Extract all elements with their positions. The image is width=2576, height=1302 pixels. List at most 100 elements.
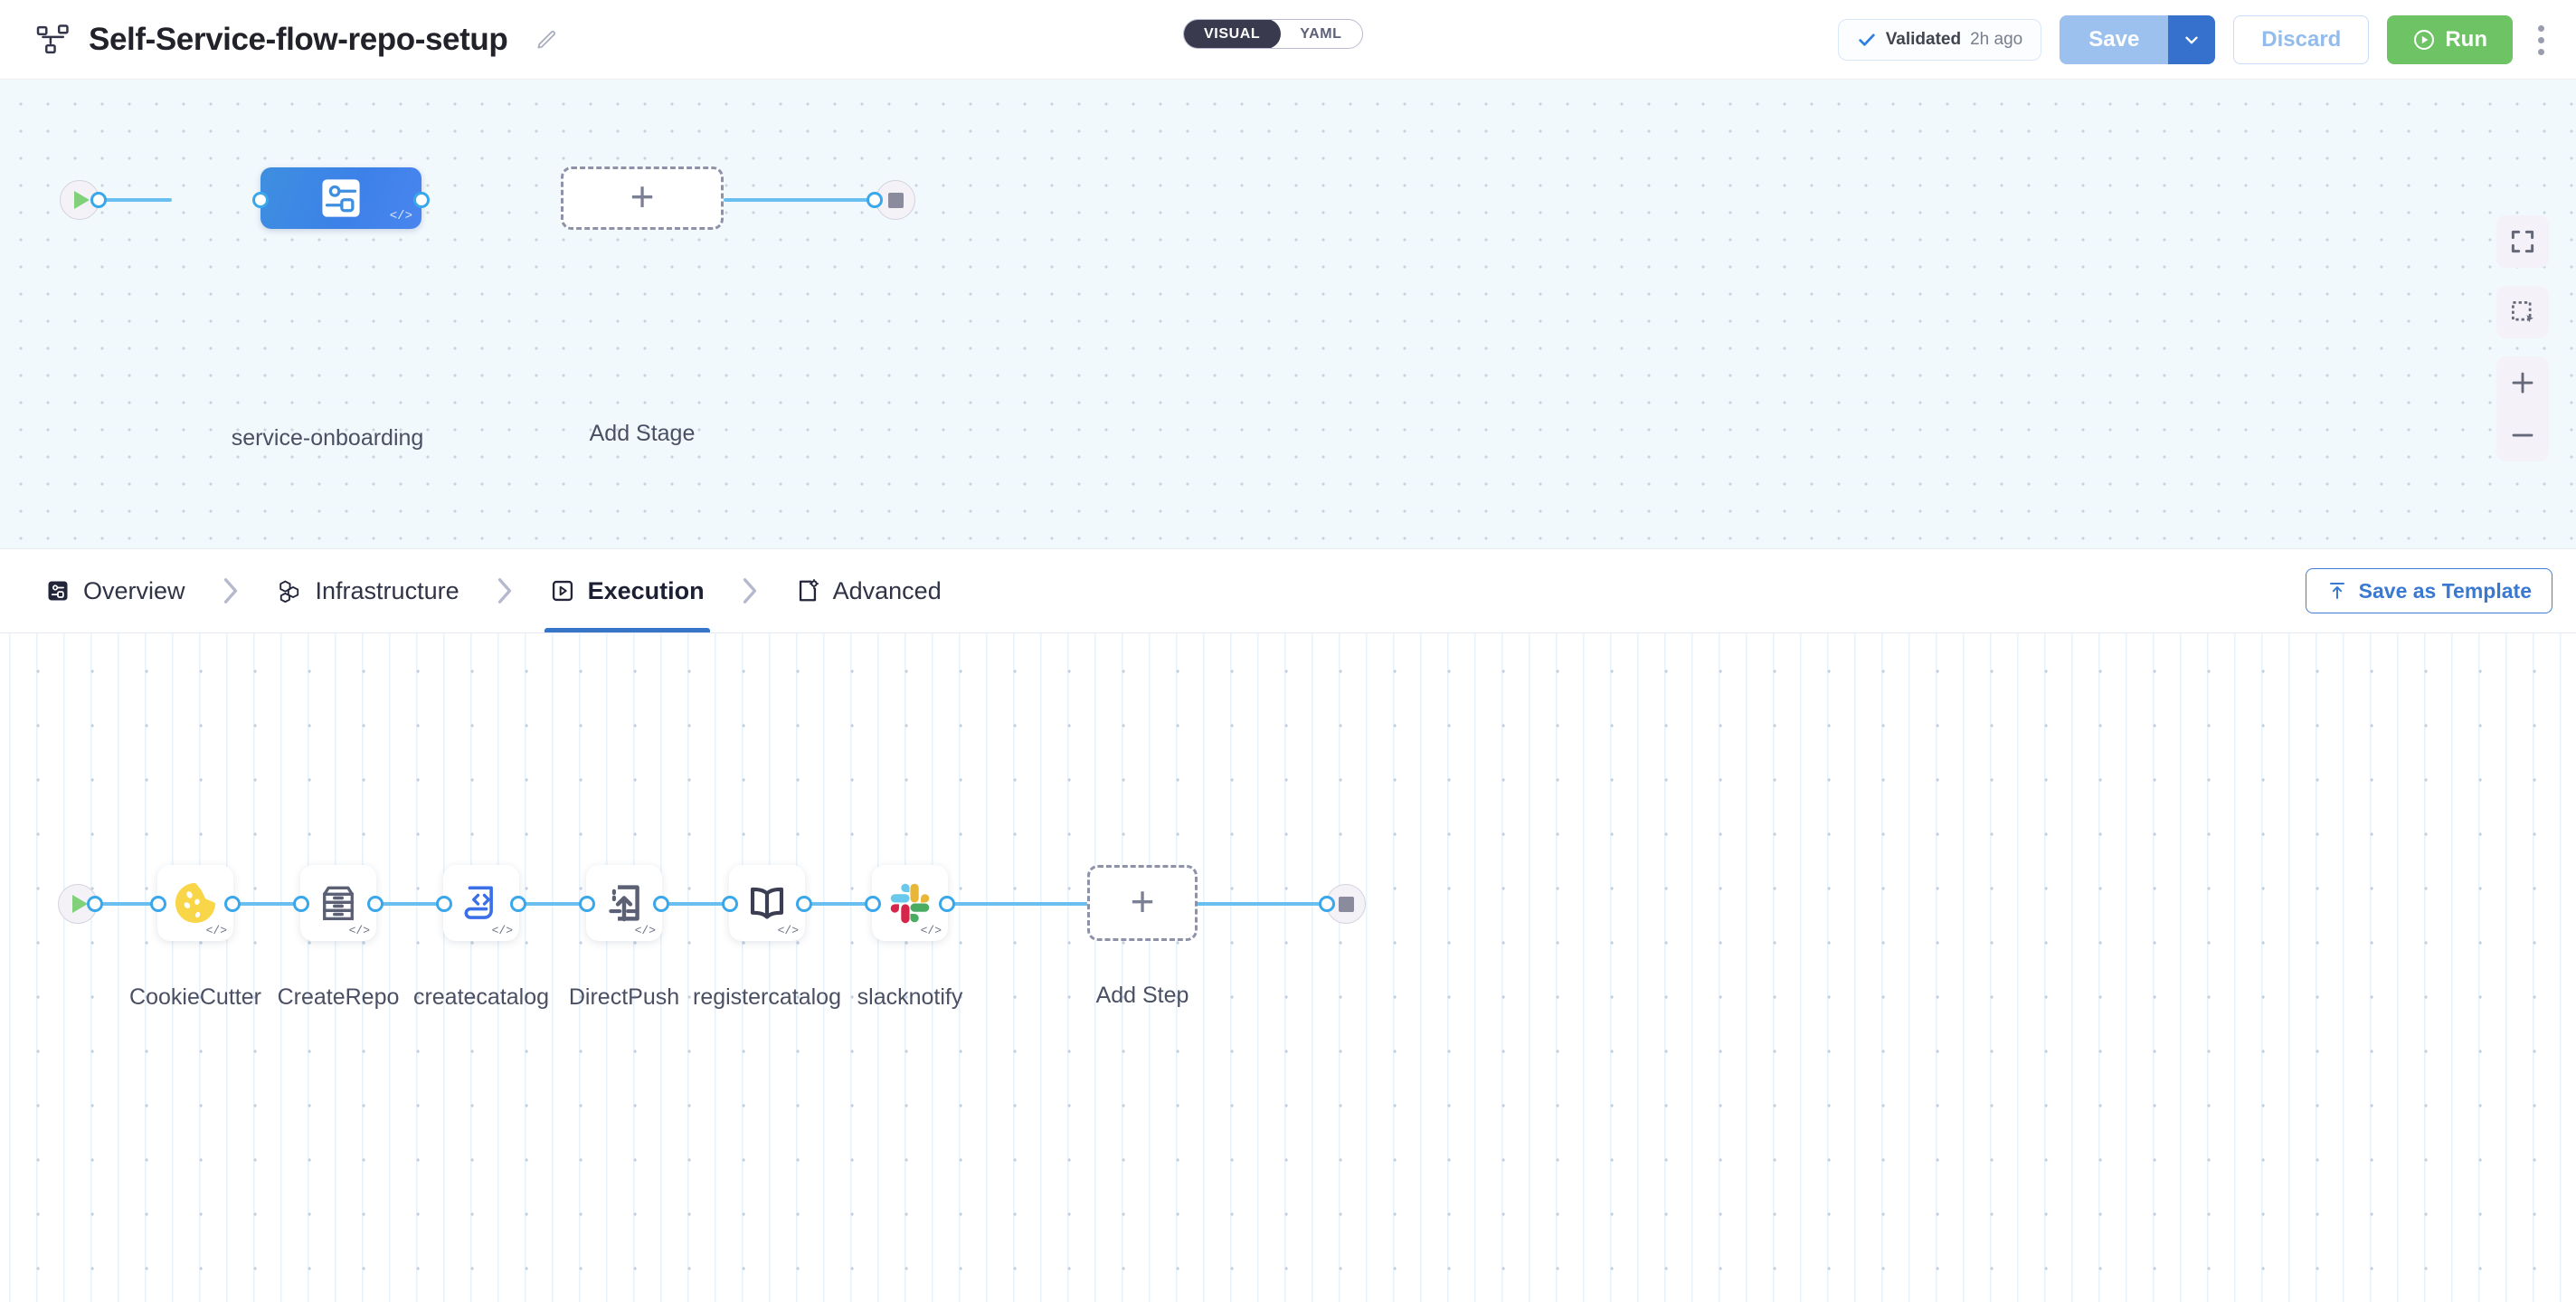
- open-book-icon: [750, 887, 784, 919]
- start-output-port[interactable]: [87, 896, 103, 912]
- save-dropdown-button[interactable]: [2168, 15, 2216, 64]
- step-node-createrepo[interactable]: </>: [300, 865, 376, 941]
- play-icon: [72, 895, 88, 913]
- edge-step-4-to-5: [660, 902, 760, 906]
- end-node[interactable]: [876, 180, 915, 220]
- step-5-output-port[interactable]: [796, 896, 812, 912]
- step-node-createcatalog[interactable]: </>: [443, 865, 519, 941]
- step-2-label: CreateRepo: [277, 984, 400, 1010]
- stage-output-port[interactable]: [413, 192, 430, 208]
- validated-time: 2h ago: [1970, 30, 2023, 49]
- advanced-icon: [799, 578, 819, 602]
- toggle-yaml[interactable]: YAML: [1300, 25, 1342, 42]
- end-input-port[interactable]: [867, 192, 883, 208]
- step-1-input-port[interactable]: [150, 896, 166, 912]
- end-input-port[interactable]: [1319, 896, 1335, 912]
- step-code-badge: </>: [777, 924, 799, 937]
- selection-box-tool[interactable]: [2496, 286, 2549, 338]
- step-4-output-port[interactable]: [653, 896, 669, 912]
- page-title: Self-Service-flow-repo-setup: [89, 21, 508, 57]
- tab-separator: [191, 577, 270, 604]
- step-6-label: slacknotify: [857, 984, 963, 1010]
- validated-label: Validated: [1885, 30, 1962, 49]
- drawers-icon: [323, 886, 354, 921]
- edge-addstep-to-end: [1196, 902, 1331, 906]
- zoom-controls: [2496, 356, 2549, 461]
- step-node-directpush[interactable]: </>: [586, 865, 662, 941]
- execution-icon: [552, 580, 573, 602]
- chevron-right-icon: [223, 578, 237, 603]
- cookie-icon: [175, 882, 216, 924]
- view-mode-toggle[interactable]: VISUAL YAML: [1183, 19, 1363, 49]
- step-node-slacknotify[interactable]: </>: [872, 865, 948, 941]
- check-icon: [1858, 33, 1875, 46]
- step-5-input-port[interactable]: [722, 896, 738, 912]
- stage-node-service-onboarding[interactable]: </>: [260, 167, 421, 229]
- add-stage-button[interactable]: +: [561, 166, 724, 230]
- step-1-output-port[interactable]: [224, 896, 241, 912]
- stage-graph-canvas[interactable]: </> service-onboarding + Add Stage: [0, 80, 2576, 549]
- plus-icon: [2512, 372, 2533, 394]
- stage-config-tabbar: Overview Infrastructure: [0, 549, 2576, 633]
- step-6-output-port[interactable]: [939, 896, 955, 912]
- play-circle-icon: [2414, 30, 2435, 50]
- tab-list: Overview Infrastructure: [0, 549, 947, 632]
- tab-advanced[interactable]: Advanced: [790, 549, 947, 632]
- step-2-output-port[interactable]: [367, 896, 384, 912]
- step-6-input-port[interactable]: [865, 896, 881, 912]
- step-3-input-port[interactable]: [436, 896, 452, 912]
- upload-template-icon: [2329, 583, 2344, 599]
- step-4-label: DirectPush: [568, 984, 680, 1010]
- run-button[interactable]: Run: [2387, 15, 2513, 64]
- step-code-badge: </>: [491, 924, 513, 937]
- play-icon: [74, 191, 90, 209]
- save-button-group: Save: [2060, 15, 2216, 64]
- edge-start-to-stage: [90, 198, 172, 202]
- tab-execution[interactable]: Execution: [544, 549, 710, 632]
- tab-advanced-label: Advanced: [832, 576, 942, 604]
- tab-separator: [465, 577, 545, 604]
- app-header: Self-Service-flow-repo-setup VISUAL YAML…: [0, 0, 2576, 80]
- edge-step-6-to-addstep: [946, 902, 1089, 906]
- stage-label: service-onboarding: [231, 425, 424, 451]
- header-actions: Validated 2h ago Save Discard Run: [1837, 0, 2554, 80]
- step-2-input-port[interactable]: [293, 896, 309, 912]
- tab-separator: [710, 577, 790, 604]
- stage-input-port[interactable]: [252, 192, 269, 208]
- pencil-icon[interactable]: [535, 28, 558, 52]
- step-graph-canvas[interactable]: </> CookieCutter </> CreateRepo </>: [0, 633, 2576, 1302]
- discard-button[interactable]: Discard: [2233, 15, 2370, 64]
- step-4-input-port[interactable]: [579, 896, 595, 912]
- tab-overview[interactable]: Overview: [40, 549, 191, 632]
- edge-step-2-to-3: [374, 902, 474, 906]
- tab-infrastructure[interactable]: Infrastructure: [270, 549, 465, 632]
- tab-overview-label: Overview: [83, 576, 185, 604]
- zoom-in-tool[interactable]: [2496, 356, 2549, 409]
- edge-step-5-to-6: [803, 902, 903, 906]
- save-as-template-button[interactable]: Save as Template: [2305, 568, 2552, 613]
- save-button[interactable]: Save: [2060, 15, 2169, 64]
- chevron-right-icon: [743, 578, 756, 603]
- status-badge: Validated 2h ago: [1837, 19, 2042, 61]
- step-3-output-port[interactable]: [510, 896, 526, 912]
- toggle-visual[interactable]: VISUAL: [1183, 20, 1282, 48]
- fit-screen-icon: [2511, 230, 2534, 253]
- zoom-out-tool[interactable]: [2496, 409, 2549, 461]
- add-step-button[interactable]: +: [1087, 865, 1198, 941]
- stop-icon: [887, 192, 904, 208]
- kebab-menu-icon[interactable]: [2527, 19, 2554, 61]
- step-code-badge: </>: [348, 924, 370, 937]
- slack-icon: [890, 883, 930, 924]
- edge-step-3-to-4: [517, 902, 617, 906]
- fit-screen-tool[interactable]: [2496, 215, 2549, 268]
- step-code-badge: </>: [205, 924, 227, 937]
- step-node-cookiecutter[interactable]: </>: [157, 865, 233, 941]
- start-output-port[interactable]: [90, 192, 107, 208]
- add-stage-label: Add Stage: [589, 421, 696, 446]
- start-node[interactable]: [58, 884, 98, 924]
- step-node-registercatalog[interactable]: </>: [729, 865, 805, 941]
- edge-start-to-step-1: [89, 902, 166, 906]
- step-1-label: CookieCutter: [129, 984, 261, 1010]
- run-label: Run: [2445, 27, 2487, 52]
- step-5-label: registercatalog: [693, 984, 841, 1010]
